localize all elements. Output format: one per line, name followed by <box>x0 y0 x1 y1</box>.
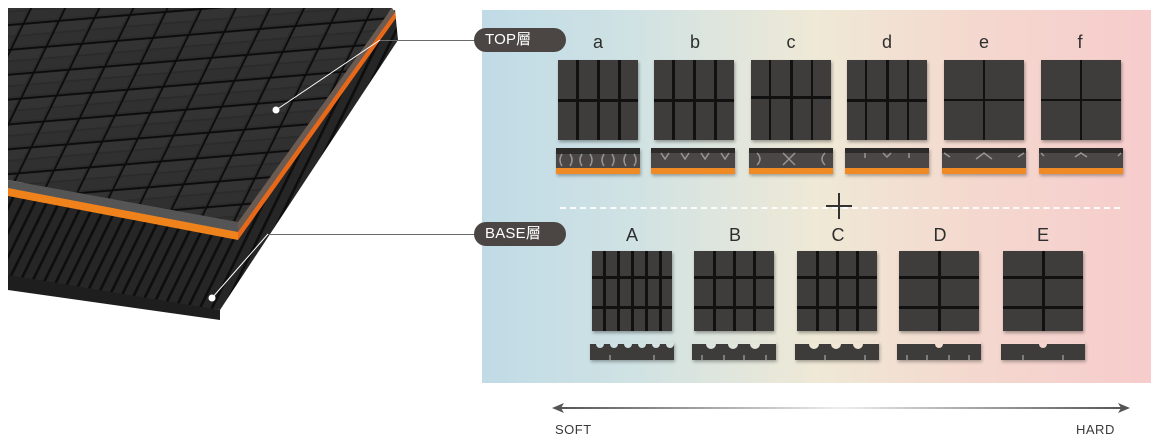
top-variant-label: a <box>592 32 603 52</box>
base-section-D <box>897 344 981 360</box>
base-variant-label: B <box>728 225 741 245</box>
soft-label: SOFT <box>555 422 592 437</box>
base-tile-C <box>797 251 877 331</box>
base-variant-label: E <box>1036 225 1049 245</box>
base-layer-marker <box>208 294 216 302</box>
top-layer-marker <box>272 106 280 114</box>
hard-label: HARD <box>1076 422 1115 437</box>
top-section-f <box>1039 148 1123 174</box>
top-section-b <box>651 148 735 174</box>
base-variant-label: D <box>933 225 947 245</box>
top-variant-label: e <box>978 32 989 52</box>
top-variant-label: b <box>689 32 700 52</box>
plus-icon <box>826 193 852 219</box>
top-tile-d <box>847 60 927 140</box>
top-layer-mat <box>8 8 392 222</box>
base-leader-line <box>268 234 475 235</box>
top-leader-line <box>380 40 475 41</box>
top-section-a <box>556 148 640 174</box>
base-tile-A <box>592 251 672 331</box>
base-variant-label: C <box>831 225 845 245</box>
top-tile-b <box>654 60 734 140</box>
top-section-c <box>749 148 833 174</box>
base-section-A <box>590 344 674 360</box>
top-tile-a <box>558 60 638 140</box>
base-section-B <box>692 344 776 360</box>
base-variant-label: A <box>625 225 638 245</box>
base-tile-B <box>694 251 774 331</box>
soft-hard-scale-arrow <box>552 403 1130 413</box>
layer-divider <box>560 207 1120 209</box>
base-tile-E <box>1003 251 1083 331</box>
top-variant-label: f <box>1077 32 1083 52</box>
base-tile-D <box>899 251 979 331</box>
mat-layers-photo <box>8 8 398 320</box>
top-layer-label: TOP層 <box>474 28 566 52</box>
base-section-C <box>795 344 879 360</box>
base-section-E <box>1001 344 1085 360</box>
top-variant-label: c <box>786 32 796 52</box>
top-tile-e <box>944 60 1024 140</box>
base-layer-label: BASE層 <box>474 222 566 246</box>
top-tile-c <box>751 60 831 140</box>
top-section-d <box>845 148 929 174</box>
top-section-e <box>942 148 1026 174</box>
top-tile-f <box>1041 60 1121 140</box>
top-variant-label: d <box>881 32 892 52</box>
